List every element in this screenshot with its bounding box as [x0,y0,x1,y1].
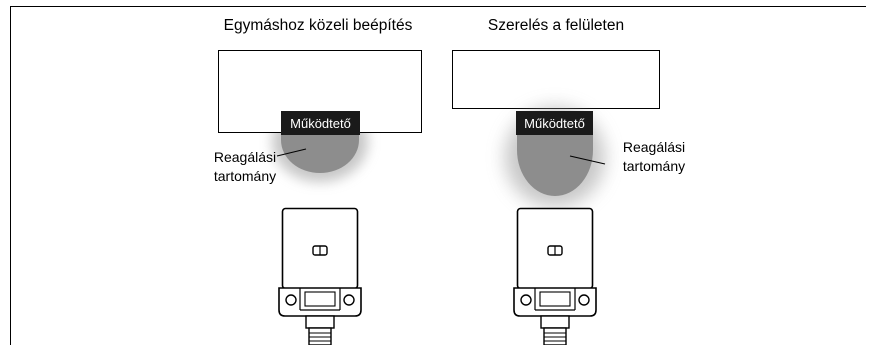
right-panel-title: Szerelés a felületen [488,17,624,34]
right-panel: Szerelés a felületen Működtető Reagálási… [452,17,685,345]
left-actuator [281,111,360,135]
right-response-range [517,130,593,196]
right-actuator-label: Működtető [524,116,585,131]
right-actuator [516,111,593,135]
left-range-leader-line [276,148,307,157]
right-range-label-line1: Reagálási [623,139,685,155]
left-actuator-label: Működtető [290,116,351,131]
right-sensor [513,207,597,345]
right-range-leader-line [569,155,606,165]
left-range-label-line2: tartomány [214,168,276,184]
left-range-label-line1: Reagálási [214,149,276,165]
left-panel-title: Egymáshoz közeli beépítés [224,17,413,34]
left-sensor [278,207,362,345]
left-panel: Egymáshoz közeli beépítés Működtető Reag… [214,17,422,345]
right-mounting-plate [452,50,660,109]
right-range-label-line2: tartomány [623,158,685,174]
left-response-range [281,125,359,173]
